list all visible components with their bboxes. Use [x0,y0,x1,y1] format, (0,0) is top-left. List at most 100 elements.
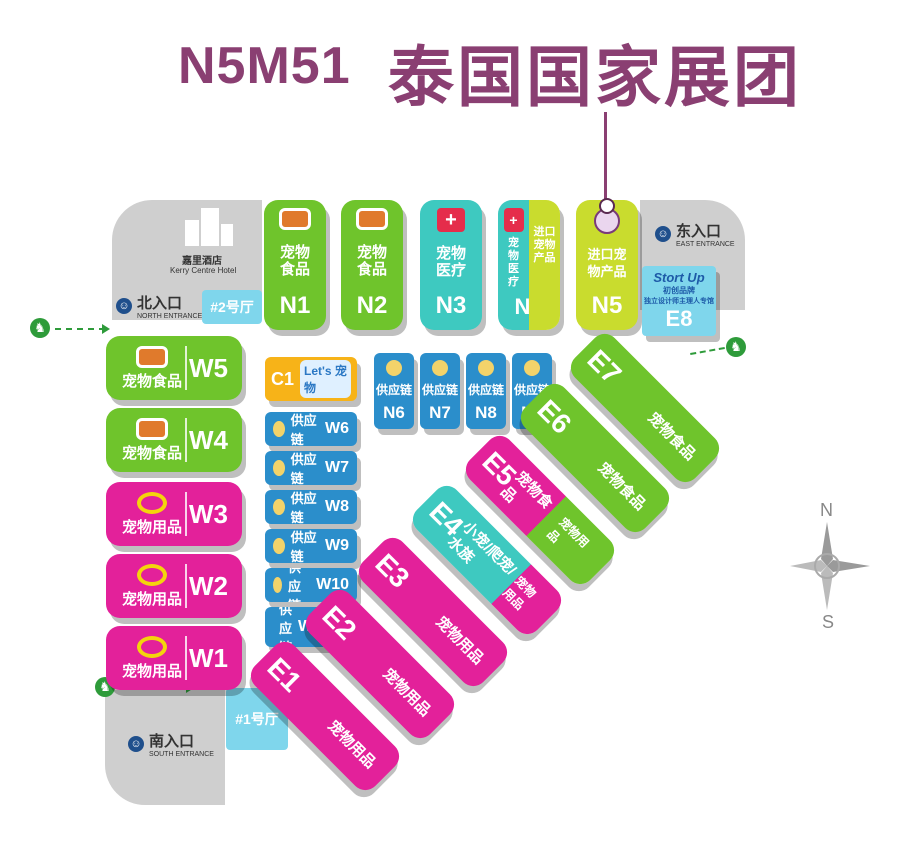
hall-n4-label: 宠物医疗 [508,237,519,288]
hall-n5-code: N5 [591,292,623,319]
e8-code: E8 [665,306,693,331]
hall-n1-label: 宠物食品 [279,244,310,278]
hall-c1-label: Let's 宠物 [300,360,351,398]
supply-label: 供应链 [290,413,317,446]
hall-n1[interactable]: 宠物食品 N1 [264,200,326,330]
supply-code: W9 [325,537,349,554]
supply-label: 供应链 [290,491,317,524]
supply-code: N6 [383,402,405,422]
booth-location-pin[interactable] [599,198,615,214]
supply-label: 供应链 [290,530,317,563]
supply-chain-icon [386,359,402,376]
hall-w3-label: 宠物用品 [122,518,183,536]
booth-code: N5M51 [178,37,351,95]
supply-chain-icon [273,499,285,515]
compass-rose-icon [790,522,870,610]
supply-hall-w6[interactable]: 供应链 W6 [265,412,357,446]
exhibitor-name: 泰国国家展团 [388,40,802,114]
hall-w5-label: 宠物食品 [122,372,183,390]
hall-e7-label: 宠物食品 [644,407,701,464]
hall-w1-code: W1 [188,642,228,673]
hall-w4[interactable]: 宠物食品 W4 [106,408,242,472]
supply-chain-icon [273,538,285,554]
hall-w1[interactable]: 宠物用品 W1 [106,626,242,690]
hotel-name-en: Kerry Centre Hotel [170,266,237,275]
hall-w3[interactable]: 宠物用品 W3 [106,482,242,546]
hall-e1-code: E1 [261,651,308,698]
supply-code: W8 [325,498,349,515]
hall-w4-label: 宠物食品 [122,444,183,462]
south-entrance-block [105,690,225,805]
hall-n4-medical: + 宠物医疗 N4 [498,200,543,330]
pet-food-can-icon [279,208,311,230]
hall-e1-label: 宠物用品 [324,715,381,772]
hall-e8[interactable]: Stort Up 初创品牌 独立设计师主理人专馆 E8 [642,266,716,336]
supply-code: W6 [325,420,349,437]
hall-e3-code: E3 [369,547,416,594]
supply-label: 供应链 [290,452,317,485]
hall-2[interactable]: #2号厅 [202,290,262,324]
hall-n2[interactable]: 宠物食品 N2 [341,200,403,330]
south-entrance-en: SOUTH ENTRANCE [149,751,214,758]
pedestrian-dog-icon: ♞ [726,337,746,357]
hotel-building-icon [177,206,237,246]
hall-w2[interactable]: 宠物用品 W2 [106,554,242,618]
hall-n3[interactable]: + 宠物医疗 N3 [420,200,482,330]
hall-n3-code: N3 [435,292,467,319]
hall-w3-code: W3 [188,498,228,529]
person-icon: ☺ [116,298,132,314]
south-entrance-label: 南入口 [149,733,195,750]
pet-collar-icon [137,635,167,658]
person-icon: ☺ [655,226,671,242]
hall-label-text: 宠物用品 [432,613,488,668]
hall-e7-code: E7 [581,343,628,390]
walk-path-east [690,346,725,356]
hall-c1-code: C1 [271,368,295,389]
hall-n2-code: N2 [356,292,388,319]
supply-chain-icon [432,359,448,376]
supply-chain-icon [273,577,283,593]
hall-e3-label: 宠物用品 [432,611,489,668]
hall-e6-code: E6 [531,393,578,440]
hall-n5[interactable]: 进口宠物产品 N5 [576,200,638,330]
medical-cross-icon: + [437,208,465,232]
supply-label: 供应链 [375,382,412,397]
supply-hall-n8[interactable]: 供应链 N8 [466,353,506,429]
supply-hall-w9[interactable]: 供应链 W9 [265,529,357,563]
supply-hall-n7[interactable]: 供应链 N7 [420,353,460,429]
pet-food-can-icon [136,417,168,440]
hall-n4[interactable]: + 宠物医疗 N4 进口宠物产品 [498,200,560,330]
hall-n3-label: 宠物医疗 [435,245,466,279]
hall-label-text: 宠物用品 [324,717,380,772]
north-entrance-label: 北入口 [137,295,183,312]
hall-n5-label: 进口宠物产品 [587,247,627,279]
east-entrance-en: EAST ENTRANCE [676,241,735,248]
hall-c1[interactable]: C1 Let's 宠物 [265,357,357,401]
supply-hall-n6[interactable]: 供应链 N6 [374,353,414,429]
compass: N S [790,500,880,632]
hall-n4-label2: 进口宠物产品 [533,226,556,264]
supply-code: N7 [429,402,451,422]
supply-label: 供应链 [467,382,504,397]
walk-path-north [55,328,105,330]
hall-e2-code: E2 [316,599,363,646]
supply-chain-icon [524,359,540,376]
hall-w4-code: W4 [188,424,228,455]
pet-food-can-icon [356,208,388,230]
medical-cross-icon: + [503,208,524,232]
location-pointer-line [604,112,607,202]
hall-w5[interactable]: 宠物食品 W5 [106,336,242,400]
north-entrance-en: NORTH ENTRANCE [137,313,203,320]
supply-hall-w8[interactable]: 供应链 W8 [265,490,357,524]
hall-n1-code: N1 [279,292,311,319]
e8-line1: 初创品牌 [663,286,695,295]
hall-label-text: 宠物食品 [644,409,700,464]
supply-code: N8 [475,402,497,422]
hotel-name-cn: 嘉里酒店 [182,256,222,267]
hall-e2-label: 宠物用品 [379,663,436,720]
supply-label: 供应链 [421,382,458,397]
